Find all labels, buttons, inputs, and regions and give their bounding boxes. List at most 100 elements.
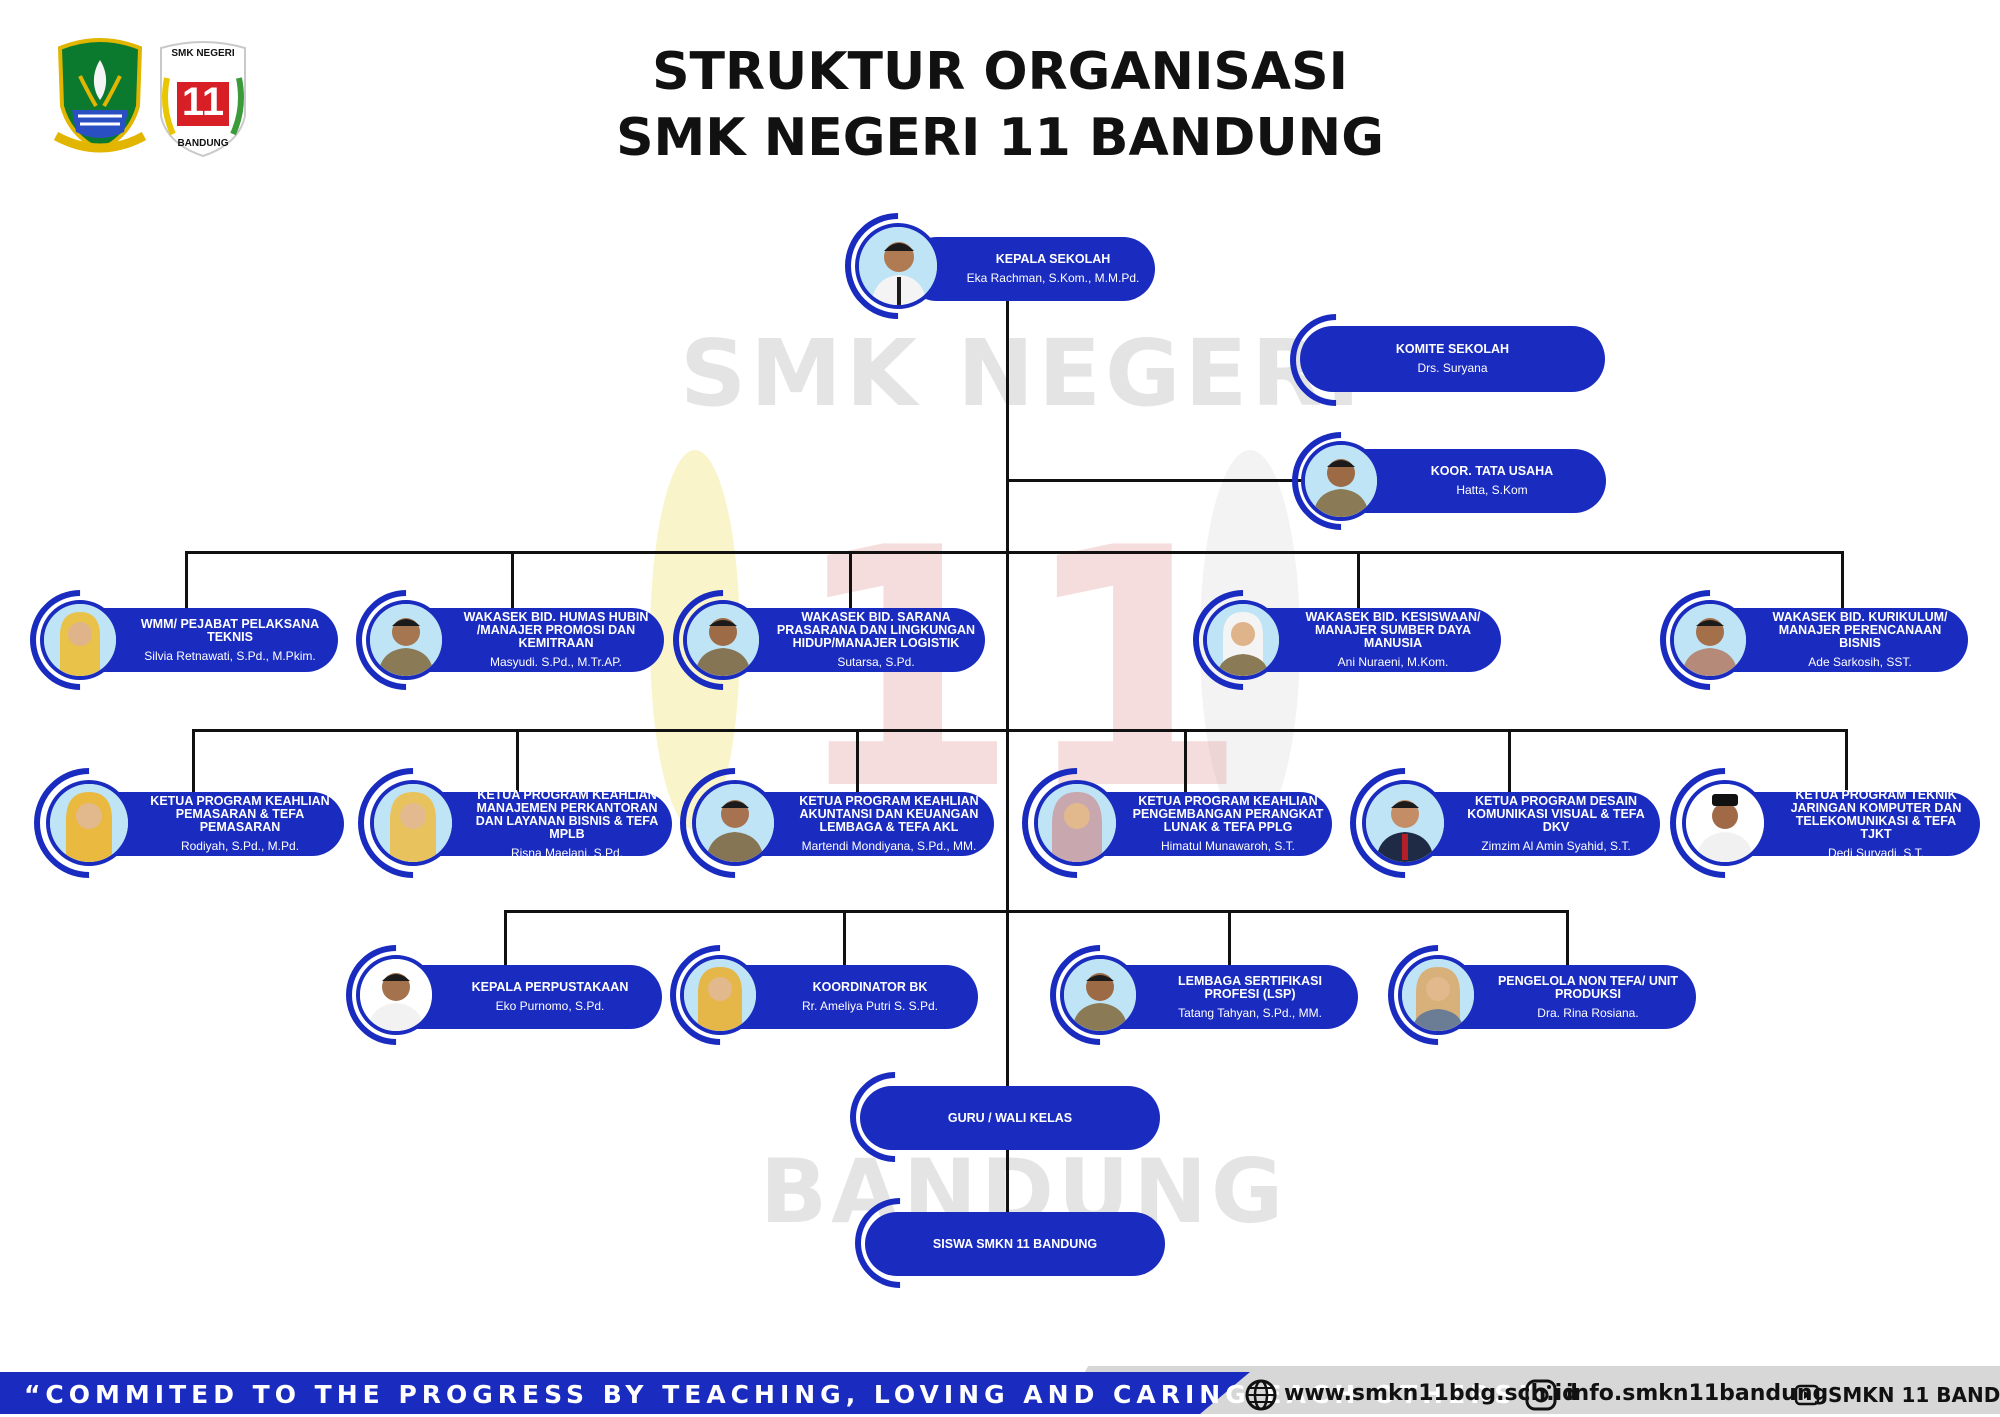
node-photo xyxy=(1060,955,1140,1035)
school-logo-bottom-text: BANDUNG xyxy=(177,138,229,149)
connector-trunk xyxy=(1006,300,1009,1260)
node-pill: KEPALA SEKOLAH Eka Rachman, S.Kom., M.M.… xyxy=(905,237,1155,301)
connector-row1-drop-5 xyxy=(1841,551,1844,617)
node-person-name: Eka Rachman, S.Kom., M.M.Pd. xyxy=(966,271,1140,285)
node-title: SISWA SMKN 11 BANDUNG xyxy=(932,1236,1098,1251)
connector-row1-bar xyxy=(185,551,1844,554)
node-person-name: Himatul Munawaroh, S.T. xyxy=(1160,839,1296,853)
node-photo xyxy=(1301,441,1381,521)
connector-row1-drop-4 xyxy=(1357,551,1360,617)
node-photo xyxy=(1398,955,1478,1035)
connector-row2-drop-4 xyxy=(1184,729,1187,795)
node-person-name: Dra. Rina Rosiana. xyxy=(1537,1005,1639,1020)
node-koordinator-bk: KOORDINATOR BK Rr. Ameliya Putri S. S.Pd… xyxy=(649,924,990,1066)
connector-row1-drop-2 xyxy=(511,551,514,617)
node-title: KETUA PROGRAM KEAHLIAN AKUNTANSI DAN KEU… xyxy=(799,794,979,834)
connector-row2-bar xyxy=(192,729,1848,732)
watermark-top-text: SMK NEGERI xyxy=(680,320,1365,427)
node-photo xyxy=(1670,600,1750,680)
node-wmm: WMM/ PEJABAT PELAKSANA TEKNIS Silvia Ret… xyxy=(9,569,350,711)
node-wakasek-sarpras: WAKASEK BID. SARANA PRASARANA DAN LINGKU… xyxy=(652,569,993,711)
node-title: GURU / WALI KELAS xyxy=(947,1110,1073,1125)
node-photo xyxy=(1034,780,1120,866)
node-title: KOOR. TATA USAHA xyxy=(1430,464,1554,478)
node-title: WAKASEK BID. SARANA PRASARANA DAN LINGKU… xyxy=(776,610,976,650)
node-koor-tata-usaha: KOOR. TATA USAHA Hatta, S.Kom xyxy=(1271,411,1612,551)
node-lsp: LEMBAGA SERTIFIKASI PROFESI (LSP) Tatang… xyxy=(1029,924,1370,1066)
node-kaprog-dkv: KETUA PROGRAM DESAIN KOMUNIKASI VISUAL &… xyxy=(1327,745,1670,901)
youtube-icon xyxy=(1794,1382,1820,1413)
node-title: KETUA PROGRAM KEAHLIAN MANAJEMEN PERKANT… xyxy=(475,787,659,841)
connector-row1-drop-1 xyxy=(185,551,188,617)
node-photo xyxy=(680,955,760,1035)
node-person-name: Silvia Retnawati, S.Pd., M.Pkim. xyxy=(144,648,316,663)
node-title: KOMITE SEKOLAH xyxy=(1395,342,1510,356)
footer-slogan-band xyxy=(0,1372,1250,1414)
node-pill: KOMITE SEKOLAH Drs. Suryana xyxy=(1300,326,1605,392)
node-person-name: Tatang Tahyan, S.Pd., MM. xyxy=(1178,1005,1322,1020)
node-title: KEPALA PERPUSTAKAAN xyxy=(471,980,629,994)
footer: “COMMITED TO THE PROGRESS BY TEACHING, L… xyxy=(0,1366,2000,1414)
instagram-icon xyxy=(1524,1378,1558,1417)
school-logo-number: 11 xyxy=(181,80,225,124)
connector-row3-bar xyxy=(504,910,1569,913)
node-pill: KETUA PROGRAM KEAHLIAN PEMASARAN & TEFA … xyxy=(80,792,344,856)
node-wakasek-kurikulum: WAKASEK BID. KURIKULUM/ MANAJER PERENCAN… xyxy=(1639,569,1990,711)
node-photo xyxy=(683,600,763,680)
node-title: KETUA PROGRAM TEKNIK JARINGAN KOMPUTER D… xyxy=(1790,787,1962,841)
node-pill: SISWA SMKN 11 BANDUNG xyxy=(865,1212,1165,1276)
jabar-logo xyxy=(50,36,150,154)
footer-youtube[interactable]: SMKN 11 BANDUNG xyxy=(1828,1383,2000,1407)
connector-row1-drop-3 xyxy=(849,551,852,617)
node-title: WAKASEK BID. HUMAS HUBIN /MANAJER PROMOS… xyxy=(463,610,649,650)
connector-row2-drop-2 xyxy=(516,729,519,795)
node-person-name: Rr. Ameliya Putri S. S.Pd. xyxy=(801,999,939,1013)
node-person-name: Ade Sarkosih, SST. xyxy=(1808,655,1912,669)
connector-row3-drop-3 xyxy=(1228,910,1231,970)
node-photo xyxy=(356,955,436,1035)
connector-row3-drop-2 xyxy=(843,910,846,970)
node-title: KOORDINATOR BK xyxy=(812,980,928,994)
node-ring xyxy=(831,1053,959,1181)
node-photo xyxy=(692,780,778,866)
node-title: KETUA PROGRAM KEAHLIAN PENGEMBANGAN PERA… xyxy=(1132,794,1324,834)
node-photo xyxy=(1362,780,1448,866)
connector-row2-drop-5 xyxy=(1508,729,1511,795)
node-kaprog-mplb: KETUA PROGRAM KEAHLIAN MANAJEMEN PERKANT… xyxy=(335,745,678,901)
node-person-name: Martendi Mondiyana, S.Pd., MM. xyxy=(801,839,977,853)
node-person-name: Drs. Suryana xyxy=(1417,361,1488,375)
connector-row2-drop-1 xyxy=(192,729,195,795)
node-title: PENGELOLA NON TEFA/ UNIT PRODUKSI xyxy=(1497,973,1679,1001)
footer-instagram[interactable]: info.smkn11bandung xyxy=(1566,1381,1829,1406)
page-title-line2: SMK NEGERI 11 BANDUNG xyxy=(616,108,1384,168)
node-komite-sekolah: KOMITE SEKOLAH Drs. Suryana xyxy=(1270,294,1610,426)
node-photo xyxy=(46,780,132,866)
node-title: KETUA PROGRAM KEAHLIAN PEMASARAN & TEFA … xyxy=(150,794,330,834)
node-kepala-sekolah: KEPALA SEKOLAH Eka Rachman, S.Kom., M.M.… xyxy=(823,191,1165,341)
node-ring xyxy=(836,1179,964,1307)
node-person-name: Zimzim Al Amin Syahid, S.T. xyxy=(1481,839,1631,853)
node-guru-wali-kelas: GURU / WALI KELAS xyxy=(831,1053,1170,1181)
node-title: WAKASEK BID. KURIKULUM/ MANAJER PERENCAN… xyxy=(1772,610,1948,650)
node-photo xyxy=(40,600,120,680)
school-logo-top-text: SMK NEGERI xyxy=(171,48,235,59)
node-siswa: SISWA SMKN 11 BANDUNG xyxy=(836,1179,1175,1307)
node-person-name: Risna Maelani, S.Pd. xyxy=(510,845,624,860)
node-photo xyxy=(1203,600,1283,680)
node-kaprog-pemasaran: KETUA PROGRAM KEAHLIAN PEMASARAN & TEFA … xyxy=(11,745,354,901)
node-person-name: Eko Purnomo, S.Pd. xyxy=(495,999,605,1013)
footer-slogan: “COMMITED TO THE PROGRESS BY TEACHING, L… xyxy=(24,1380,1539,1409)
connector-tu xyxy=(1007,479,1310,482)
page-title-line1: STRUKTUR ORGANISASI xyxy=(652,42,1348,102)
node-kaprog-akl: KETUA PROGRAM KEAHLIAN AKUNTANSI DAN KEU… xyxy=(657,745,1000,901)
node-person-name: Hatta, S.Kom xyxy=(1456,483,1528,497)
node-person-name: Masyudi. S.Pd., M.Tr.AP. xyxy=(489,655,623,669)
connector-row3-drop-1 xyxy=(504,910,507,970)
node-title: LEMBAGA SERTIFIKASI PROFESI (LSP) xyxy=(1178,973,1322,1001)
node-photo xyxy=(855,223,941,309)
node-kepala-perpustakaan: KEPALA PERPUSTAKAAN Eko Purnomo, S.Pd. xyxy=(325,924,666,1066)
node-kaprog-pplg: KETUA PROGRAM KEAHLIAN PENGEMBANGAN PERA… xyxy=(999,745,1342,901)
node-pill: WAKASEK BID. KURIKULUM/ MANAJER PERENCAN… xyxy=(1700,608,1968,672)
school-logo: SMK NEGERI 11 BANDUNG xyxy=(155,38,251,158)
connector-row2-drop-6 xyxy=(1845,729,1848,795)
